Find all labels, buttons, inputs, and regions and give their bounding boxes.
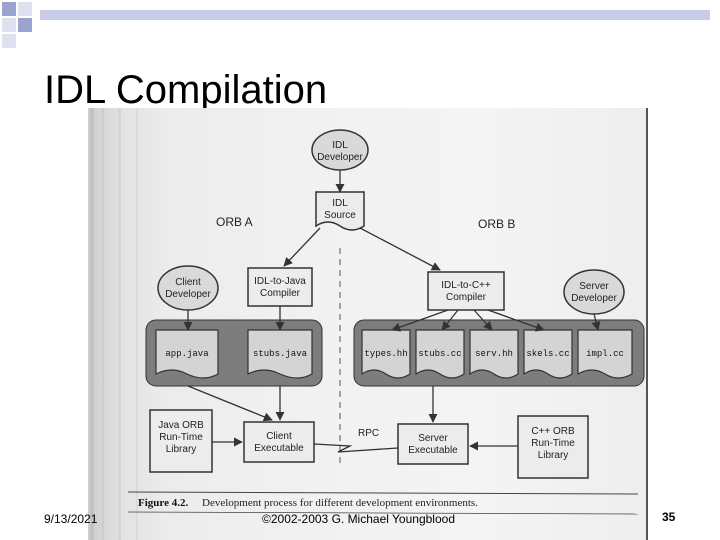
header-square-2 [18, 2, 32, 16]
file-serv-hh: serv.hh [469, 329, 519, 379]
file-app-java-label: app.java [165, 349, 209, 359]
file-types-hh: types.hh [361, 329, 411, 379]
header-square-3 [2, 18, 16, 32]
server-developer-node [563, 269, 625, 315]
idl-source-node [315, 191, 365, 231]
file-skels-cc: skels.cc [523, 329, 573, 379]
rpc-label: RPC [358, 428, 379, 439]
orb-a-label: ORB A [216, 215, 253, 229]
arrow-cpp-to-types [391, 309, 449, 332]
arrow-source-to-java [283, 227, 321, 267]
footer-page-number: 35 [662, 510, 676, 524]
caption-rule-top [127, 491, 639, 495]
figure-edge [646, 108, 648, 540]
file-impl-cc-label: impl.cc [586, 349, 624, 359]
java-orb-library-node [149, 409, 213, 473]
server-executable-node [397, 423, 469, 465]
orb-b-label: ORB B [478, 217, 515, 231]
file-app-java: app.java [155, 329, 219, 379]
rpc-link [313, 443, 399, 453]
idl-to-cpp-node [427, 271, 505, 311]
client-developer-node [157, 265, 219, 311]
header-square-4 [18, 18, 32, 32]
file-serv-hh-label: serv.hh [475, 349, 513, 359]
caption-label: Figure 4.2. [138, 497, 188, 509]
cpp-orb-library-node [517, 415, 589, 479]
arrow-cpp-to-skels [487, 309, 545, 332]
idl-to-cpp-label: IDL-to-C++Compiler [441, 280, 491, 303]
idl-to-java-node [247, 267, 313, 307]
caption-text: Development process for different develo… [202, 497, 478, 509]
caption-rule-bottom [127, 511, 639, 515]
client-executable-node [243, 421, 315, 463]
file-skels-cc-label: skels.cc [526, 349, 569, 359]
arrow-source-to-cpp [359, 227, 441, 271]
header-bar [40, 10, 710, 20]
file-stubs-java-label: stubs.java [253, 349, 308, 359]
slide-title: IDL Compilation [44, 68, 328, 112]
scan-noise [90, 108, 138, 540]
file-stubs-cc: stubs.cc [415, 329, 465, 379]
file-stubs-cc-label: stubs.cc [418, 349, 461, 359]
arrow-cpp-to-stubs [441, 309, 459, 331]
arrow-serverdev-to-impl [591, 313, 601, 331]
header-square-1 [2, 2, 16, 16]
file-stubs-java: stubs.java [247, 329, 313, 379]
footer-copyright: ©2002-2003 G. Michael Youngblood [262, 512, 455, 526]
file-types-hh-label: types.hh [364, 349, 407, 359]
arrow-cpp-to-serv [473, 309, 493, 331]
file-impl-cc: impl.cc [577, 329, 633, 379]
header-square-5 [2, 34, 16, 48]
footer-date: 9/13/2021 [44, 512, 98, 526]
arrow-app-to-client [187, 385, 273, 422]
